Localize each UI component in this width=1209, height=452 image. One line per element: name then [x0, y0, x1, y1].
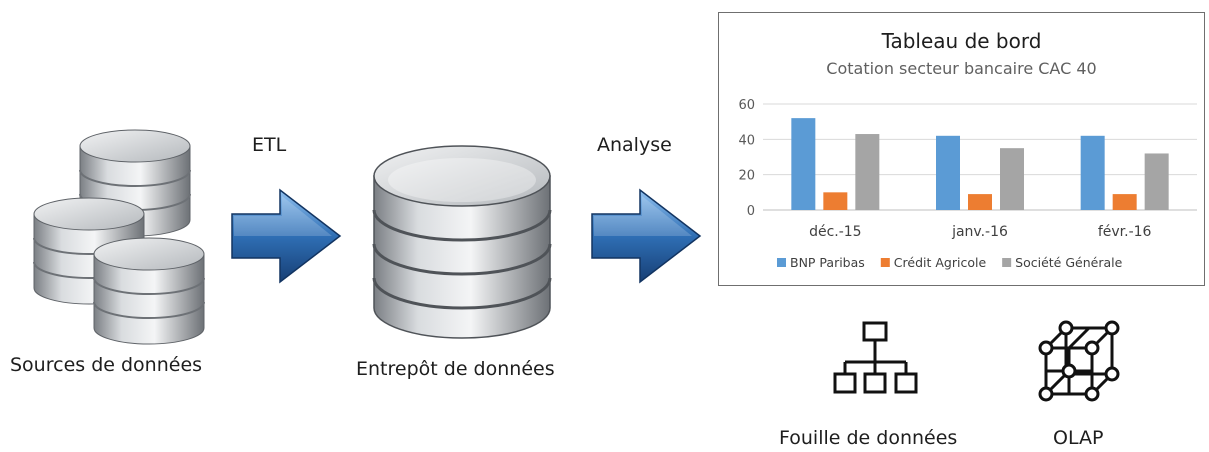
chart-subtitle: Cotation secteur bancaire CAC 40	[826, 59, 1097, 78]
legend-label: BNP Paribas	[790, 255, 865, 270]
bar	[791, 118, 816, 210]
bar	[1080, 135, 1105, 210]
sources-label: Sources de données	[10, 354, 203, 376]
x-tick-label: janv.-16	[951, 224, 1008, 240]
chart-title: Tableau de bord	[881, 29, 1042, 53]
analyse-arrow-icon	[591, 188, 702, 284]
legend-swatch	[880, 258, 890, 267]
y-tick-label: 60	[738, 98, 755, 113]
bar	[1000, 148, 1024, 210]
y-tick-label: 40	[738, 133, 755, 148]
data-warehouse-icon	[372, 145, 552, 339]
legend-label: Société Générale	[1015, 255, 1122, 270]
bar	[968, 194, 992, 210]
x-tick-label: déc.-15	[809, 224, 862, 240]
cube-network-icon	[1038, 320, 1120, 402]
legend-label: Crédit Agricole	[894, 255, 987, 270]
bar	[823, 192, 848, 210]
y-tick-label: 20	[738, 169, 755, 184]
dashboard-chart: Tableau de bord Cotation secteur bancair…	[718, 12, 1205, 286]
bar	[1144, 153, 1169, 210]
hierarchy-icon	[833, 321, 918, 394]
analyse-label: Analyse	[597, 134, 672, 156]
x-tick-label: févr.-16	[1098, 224, 1152, 240]
olap-label: OLAP	[1053, 427, 1104, 449]
bar	[936, 135, 960, 210]
y-tick-label: 0	[747, 204, 755, 219]
etl-arrow-icon	[231, 188, 342, 284]
mining-label: Fouille de données	[779, 427, 958, 449]
legend-swatch	[1002, 258, 1012, 267]
etl-label: ETL	[252, 134, 287, 156]
bar	[1112, 194, 1137, 210]
warehouse-label: Entrepôt de données	[356, 358, 555, 380]
legend-swatch	[777, 258, 786, 267]
bar	[855, 134, 880, 210]
database-stack-icon	[33, 129, 205, 345]
